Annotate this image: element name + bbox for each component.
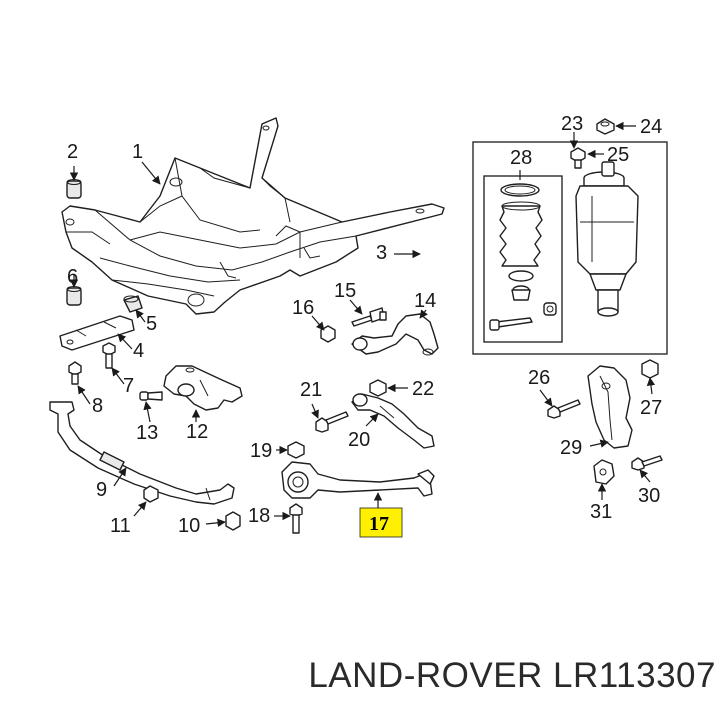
bracket-31 (593, 459, 615, 485)
bracket-12 (163, 365, 243, 411)
callout-11: 11 (110, 515, 131, 537)
bushing-2 (66, 179, 82, 199)
callout-5: 5 (146, 313, 157, 335)
callout-15: 15 (334, 280, 356, 302)
callout-25: 25 (607, 144, 629, 166)
highlight-box-17 (359, 507, 403, 538)
bushing-6 (66, 286, 82, 306)
upper-arm-14 (351, 313, 439, 356)
callout-6: 6 (67, 266, 78, 288)
callout-1: 1 (132, 141, 143, 163)
callout-labels: 1 2 3 4 5 6 7 8 9 10 11 12 13 14 15 16 1… (67, 113, 662, 537)
bolt-10 (225, 511, 241, 531)
callout-9: 9 (96, 479, 107, 501)
callout-3: 3 (376, 242, 387, 264)
callout-7: 7 (123, 375, 134, 397)
bracket-29 (587, 365, 633, 449)
bolt-30 (631, 455, 663, 471)
nut-22 (369, 379, 387, 397)
bolt-15 (351, 307, 387, 327)
nut-19 (287, 441, 305, 459)
bushing-5 (123, 295, 143, 313)
callout-24: 24 (640, 116, 662, 138)
callout-19: 19 (250, 440, 272, 462)
callout-8: 8 (92, 395, 103, 417)
bolt-18 (289, 503, 303, 534)
bolt-25 (570, 147, 586, 169)
lower-arm-20 (351, 393, 435, 449)
callout-22: 22 (412, 378, 434, 400)
bracket-4 (59, 315, 135, 351)
subframe (61, 117, 445, 315)
bolt-8 (68, 361, 82, 385)
callout-21: 21 (300, 379, 322, 401)
bolt-11 (143, 485, 159, 503)
callout-16: 16 (292, 297, 314, 319)
callout-23: 23 (561, 113, 583, 135)
brand-part-number: LAND-ROVER LR113307 (308, 656, 716, 695)
callout-12: 12 (186, 421, 208, 443)
nut-27 (641, 359, 659, 379)
callout-2: 2 (67, 141, 78, 163)
bolt-26 (547, 399, 581, 419)
bolt-13 (139, 391, 163, 401)
callout-28: 28 (510, 147, 532, 169)
bolt-7 (102, 342, 116, 369)
callout-30: 30 (638, 485, 660, 507)
callout-10: 10 (178, 515, 200, 537)
callout-31: 31 (590, 501, 612, 523)
callout-14: 14 (414, 290, 436, 312)
gaiter-kit (489, 183, 557, 331)
callout-20: 20 (348, 429, 370, 451)
air-spring-strut (575, 161, 639, 317)
nut-24 (596, 118, 615, 135)
callout-18: 18 (248, 505, 270, 527)
callout-17: 17 (369, 513, 389, 535)
callout-26: 26 (528, 367, 550, 389)
leader-lines (69, 121, 656, 527)
control-arm-17 (281, 461, 435, 499)
callout-27: 27 (640, 397, 662, 419)
callout-4: 4 (133, 340, 144, 362)
callout-29: 29 (560, 437, 582, 459)
gaiter-inner-box (483, 175, 563, 343)
stabilizer-bar-9 (49, 401, 235, 505)
bolt-21 (315, 411, 349, 433)
callout-13: 13 (136, 422, 158, 444)
